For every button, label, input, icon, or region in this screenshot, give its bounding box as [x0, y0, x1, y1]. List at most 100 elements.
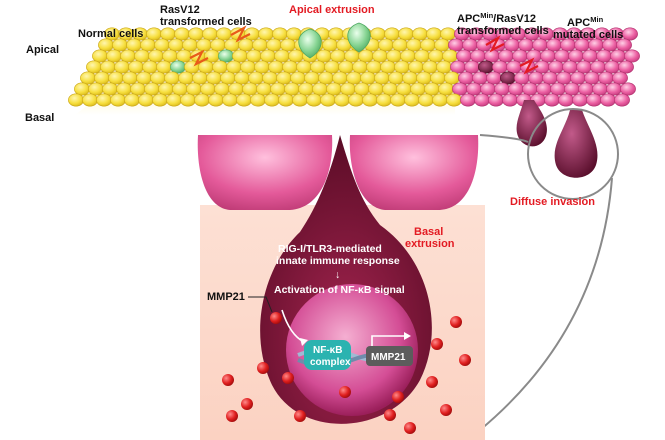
- epithelial-cell: [236, 93, 252, 107]
- mmp21-dot: [431, 338, 443, 350]
- epithelial-cell: [346, 71, 362, 85]
- epithelial-cell: [494, 82, 510, 96]
- epithelial-cell: [476, 38, 492, 52]
- epithelial-cell: [324, 60, 340, 74]
- epithelial-cell: [248, 71, 264, 85]
- epithelial-cell: [318, 71, 334, 85]
- epithelial-cell: [170, 60, 186, 74]
- epithelial-cell: [106, 49, 122, 63]
- epithelial-cell: [424, 82, 440, 96]
- epithelial-cell: [176, 49, 192, 63]
- epithelial-cell: [262, 71, 278, 85]
- epithelial-cell: [432, 93, 448, 107]
- mmp21-dot: [282, 372, 294, 384]
- apical-extruded-cells: [298, 22, 371, 59]
- epithelial-cell: [488, 93, 504, 107]
- epithelial-cell: [584, 71, 600, 85]
- epithelial-cell: [590, 60, 606, 74]
- epithelial-cell: [480, 82, 496, 96]
- epithelial-cell: [260, 49, 276, 63]
- epithelial-cell: [240, 60, 256, 74]
- epithelial-cell: [154, 38, 170, 52]
- epithelial-cell: [258, 27, 274, 41]
- mmp21-dot: [270, 312, 282, 324]
- epithelial-cell: [98, 38, 114, 52]
- apc-min-label-line2: mutated cells: [553, 29, 623, 41]
- epithelial-cell: [508, 82, 524, 96]
- epithelial-cell: [578, 82, 594, 96]
- epithelial-cell: [134, 49, 150, 63]
- epithelial-cell: [340, 82, 356, 96]
- mmp21-dot: [392, 391, 404, 403]
- basal-extrusion-label-line1: Basal: [414, 226, 443, 238]
- epithelial-cell: [152, 93, 168, 107]
- epithelial-cell: [622, 27, 638, 41]
- epithelial-cell: [390, 93, 406, 107]
- epithelial-cell: [194, 93, 210, 107]
- epithelial-cell: [472, 71, 488, 85]
- epithelial-cell: [86, 60, 102, 74]
- epithelial-cell: [172, 82, 188, 96]
- epithelial-cell: [410, 82, 426, 96]
- epithelial-cell: [448, 38, 464, 52]
- epithelial-cell: [220, 71, 236, 85]
- epithelial-cell: [576, 60, 592, 74]
- epithelial-cell: [232, 49, 248, 63]
- nfkb-box-line1: NF-κB: [313, 345, 342, 356]
- epithelial-cell: [164, 71, 180, 85]
- epithelial-cell: [348, 93, 364, 107]
- epithelial-cell: [208, 93, 224, 107]
- epithelial-cell: [374, 71, 390, 85]
- epithelial-cell: [452, 82, 468, 96]
- epithelial-cell: [420, 38, 436, 52]
- epithelial-cell: [418, 93, 434, 107]
- epithelial-cell: [166, 93, 182, 107]
- epithelial-cell: [382, 82, 398, 96]
- epithelial-cell: [322, 38, 338, 52]
- epithelial-cell: [328, 27, 344, 41]
- mmp21-box-label: MMP21: [371, 352, 406, 363]
- epithelial-cell: [312, 82, 328, 96]
- epithelial-cell: [228, 82, 244, 96]
- epithelial-cell: [250, 93, 266, 107]
- curved-arrow-head: [300, 338, 308, 346]
- epithelial-cell: [572, 93, 588, 107]
- epithelial-cell: [256, 82, 272, 96]
- epithelial-cell: [136, 71, 152, 85]
- epithelial-cell: [376, 93, 392, 107]
- epithelial-cell: [296, 60, 312, 74]
- epithelial-cell: [386, 49, 402, 63]
- epithelial-cell: [526, 49, 542, 63]
- mmp21-dot: [459, 354, 471, 366]
- mmp21-label: MMP21: [207, 291, 245, 303]
- epithelial-cell: [544, 93, 560, 107]
- normal-cells-label: Normal cells: [78, 28, 143, 40]
- epithelial-cell: [598, 71, 614, 85]
- epithelial-cell: [210, 38, 226, 52]
- epithelial-cell: [568, 49, 584, 63]
- epithelial-cell: [290, 71, 306, 85]
- epithelial-cell: [414, 49, 430, 63]
- epithelial-cell: [114, 60, 130, 74]
- epithelial-cell: [474, 93, 490, 107]
- apc-rasv12-label-line1: APCMin/RasV12: [457, 11, 536, 25]
- epithelial-cell: [298, 82, 314, 96]
- epithelial-cell: [92, 49, 108, 63]
- epithelial-cell: [362, 93, 378, 107]
- epithelial-cell: [372, 49, 388, 63]
- epithelial-cell: [596, 49, 612, 63]
- epithelial-cell: [284, 82, 300, 96]
- mmp21-dot: [257, 362, 269, 374]
- epithelial-cell: [620, 82, 636, 96]
- epithelial-cell: [160, 27, 176, 41]
- epithelial-cell: [122, 71, 138, 85]
- epithelial-cell: [110, 93, 126, 107]
- epithelial-cell: [148, 49, 164, 63]
- epithelial-cell: [436, 60, 452, 74]
- mmp21-dot: [226, 410, 238, 422]
- epithelial-cell: [196, 38, 212, 52]
- pathway-arrow-icon: ↓: [335, 269, 340, 281]
- mmp21-dots: [222, 312, 471, 434]
- mmp21-dot: [294, 410, 306, 422]
- epithelial-cell: [368, 82, 384, 96]
